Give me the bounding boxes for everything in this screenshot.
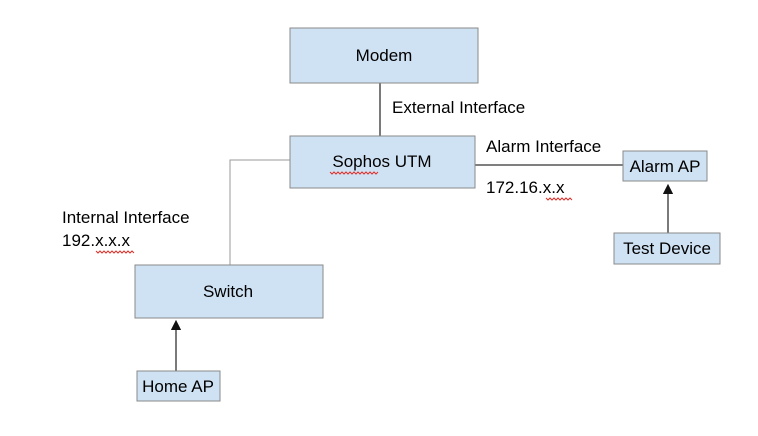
sophos-utm-label: Sophos UTM [332,152,431,171]
spellcheck-underline [545,197,573,201]
spellcheck-underline [329,171,379,175]
modem-label: Modem [356,46,413,65]
alarm-ip-label: 172.16.x.x [486,178,565,197]
alarm-ap-label: Alarm AP [630,157,701,176]
external-interface-label: External Interface [392,98,525,117]
switch-node[interactable]: Switch [134,264,324,319]
home-ap-node[interactable]: Home AP [136,370,221,402]
test-device-label: Test Device [623,239,711,258]
utm-switch-connector [229,159,290,265]
alarm-interface-label: Alarm Interface [486,137,601,156]
alarm-ap-node[interactable]: Alarm AP [622,150,708,182]
modem-node[interactable]: Modem [289,27,479,84]
switch-label: Switch [203,282,253,301]
internal-interface-label: Internal Interface [62,208,190,227]
spellcheck-underline [95,250,135,254]
internal-ip-label: 192.x.x.x [62,231,131,250]
sophos-utm-node[interactable]: Sophos UTM [289,135,476,189]
home-ap-label: Home AP [142,377,214,396]
test-device-node[interactable]: Test Device [613,232,721,265]
